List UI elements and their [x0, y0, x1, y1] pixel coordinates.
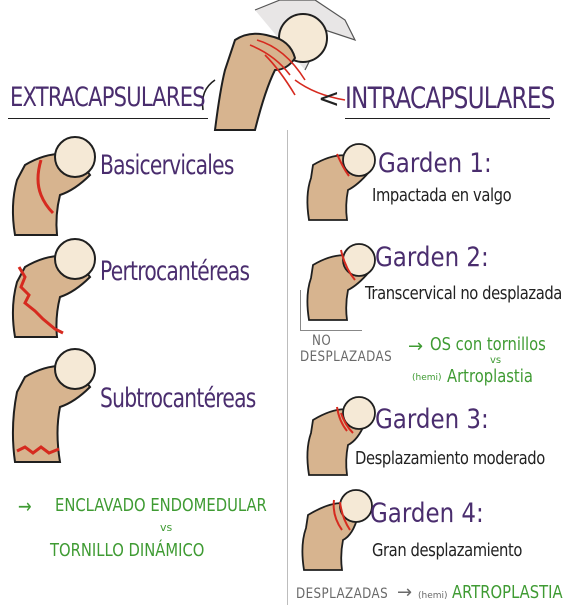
no-desplazadas-label-bottom: DESPLAZADAS [300, 350, 392, 364]
garden-3-description: Desplazamiento moderado [355, 450, 545, 468]
garden-4-femur-illustration [298, 490, 378, 570]
garden-4-title: Garden 4: [370, 500, 484, 527]
subtrochanteric-femur-illustration [5, 347, 105, 467]
no-desplazadas-bracket-bottom [300, 330, 362, 331]
extracapsular-type-3: Subtrocantéreas [100, 385, 256, 412]
garden-2-title: Garden 2: [375, 244, 489, 271]
no-desplazadas-treatment-2: Artroplastia [447, 368, 533, 386]
extracapsular-treatment-line1: ENCLAVADO ENDOMEDULAR [55, 497, 267, 515]
garden-4-description: Gran desplazamiento [372, 542, 522, 560]
garden-2-description: Transcervical no desplazada [365, 285, 562, 303]
intracapsular-header: INTRACAPSULARES [345, 84, 555, 113]
garden-1-title: Garden 1: [378, 150, 492, 177]
no-desplazadas-bracket [300, 290, 301, 330]
intracapsular-underline [345, 118, 550, 119]
extracapsular-treatment-arrow: → [18, 496, 32, 516]
no-desplazadas-treatment-1: OS con tornillos [430, 336, 546, 354]
extracapsular-treatment-vs: vs [160, 522, 172, 533]
no-desplazadas-arrow: → [408, 338, 423, 356]
garden-1-description: Impactada en valgo [372, 187, 511, 205]
extracapsular-type-2: Pertrocantéreas [100, 258, 249, 285]
no-desplazadas-vs: vs [490, 356, 501, 366]
desplazadas-arrow: → [397, 584, 412, 602]
extracapsular-type-1: Basicervicales [100, 152, 234, 179]
garden-1-femur-illustration [303, 140, 383, 220]
no-desplazadas-label-top: NO [312, 334, 331, 348]
extracapsular-header: EXTRACAPSULARES [10, 84, 205, 111]
basicervical-femur-illustration [5, 135, 105, 235]
arrow-right-icon: < [318, 86, 340, 112]
desplazadas-hemi: (hemi) [418, 592, 448, 601]
garden-2-femur-illustration [303, 240, 383, 320]
desplazadas-treatment: ARTROPLASTIA [452, 584, 563, 602]
garden-3-title: Garden 3: [375, 406, 489, 433]
pertrochanteric-femur-illustration [5, 237, 105, 337]
no-desplazadas-hemi: (hemi) [412, 374, 442, 383]
column-divider [287, 130, 288, 605]
extracapsular-treatment-line2: TORNILLO DINÁMICO [50, 542, 204, 560]
extracapsular-underline [8, 118, 208, 119]
desplazadas-label: DESPLAZADAS [296, 587, 388, 601]
